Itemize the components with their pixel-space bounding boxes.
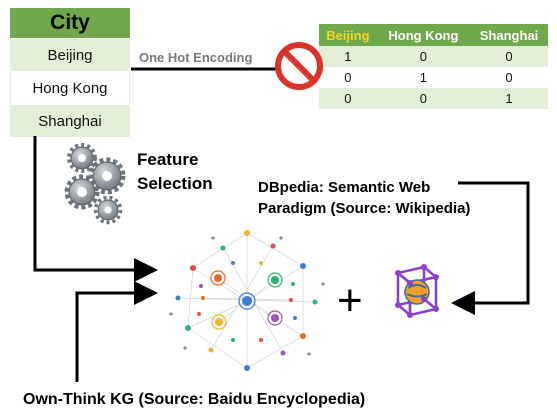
one-hot-encoding-label: One Hot Encoding	[139, 50, 253, 65]
onehot-cell: 0	[470, 46, 548, 67]
gears-icon	[64, 143, 126, 225]
onehot-row: 1 0 0	[319, 46, 548, 67]
semantic-web-cube-icon	[395, 264, 439, 318]
dbpedia-line1: DBpedia: Semantic Web	[258, 179, 431, 196]
onehot-col-shanghai: Shanghai	[470, 24, 548, 46]
onehot-cell: 0	[319, 67, 377, 88]
onehot-row: 0 0 1	[319, 88, 548, 109]
onehot-cell: 1	[376, 67, 471, 88]
dbpedia-label: DBpedia: Semantic Web Paradigm (Source: …	[258, 177, 470, 219]
onehot-cell: 0	[376, 46, 471, 67]
feature-selection-line1: Feature	[137, 150, 199, 169]
onehot-cell: 0	[376, 88, 471, 109]
dbpedia-line2: Paradigm (Source: Wikipedia)	[258, 200, 471, 217]
feature-selection-label: Feature Selection	[137, 148, 213, 196]
plus-symbol: +	[337, 276, 363, 325]
onehot-cell: 0	[319, 88, 377, 109]
city-row-beijing: Beijing	[10, 38, 130, 71]
onehot-row: 0 1 0	[319, 67, 548, 88]
ownthink-label: Own-Think KG (Source: Baidu Encyclopedia…	[23, 391, 366, 408]
onehot-col-beijing: Beijing	[319, 24, 377, 46]
arrow-city-to-graph	[33, 136, 158, 282]
city-table-header: City	[10, 8, 130, 38]
city-table: City Beijing Hong Kong Shanghai	[10, 8, 130, 137]
prohibited-icon	[275, 42, 323, 90]
knowledge-graph-network-icon	[169, 230, 325, 371]
onehot-cell: 1	[319, 46, 377, 67]
city-row-shanghai: Shanghai	[10, 104, 130, 137]
onehot-cell: 0	[470, 67, 548, 88]
feature-selection-line2: Selection	[137, 174, 213, 193]
city-row-hong-kong: Hong Kong	[10, 71, 130, 104]
arrow-dbpedia-to-cube	[451, 181, 530, 315]
arrow-ownthink-to-graph	[75, 281, 158, 382]
onehot-cell: 1	[470, 88, 548, 109]
one-hot-table: Beijing Hong Kong Shanghai 1 0 0 0 1 0 0…	[319, 24, 548, 109]
onehot-col-hong-kong: Hong Kong	[376, 24, 471, 46]
